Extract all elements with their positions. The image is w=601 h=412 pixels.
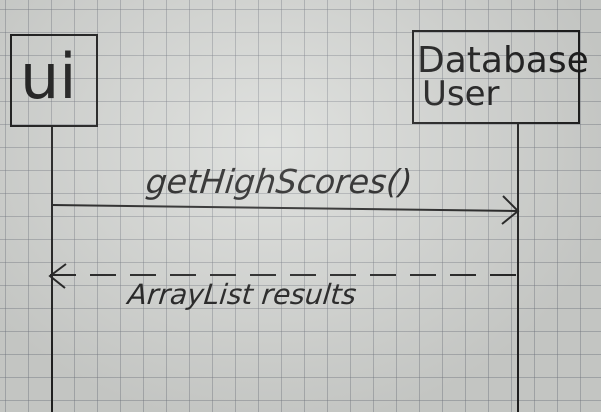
participant-database-user-box — [412, 30, 580, 124]
participant-database-label: Database — [417, 40, 589, 81]
call-arrowhead — [501, 195, 520, 225]
call-message-label: getHighScores() — [144, 162, 415, 201]
ui-lifeline — [51, 127, 53, 412]
participant-ui-box — [10, 34, 98, 127]
call-arrow-line — [51, 204, 518, 212]
participant-user-label: User — [422, 74, 500, 114]
database-user-lifeline — [517, 124, 519, 412]
return-message-label: ArrayList results — [126, 278, 358, 311]
return-arrowhead — [48, 263, 67, 289]
participant-ui-label: ui — [20, 40, 77, 113]
